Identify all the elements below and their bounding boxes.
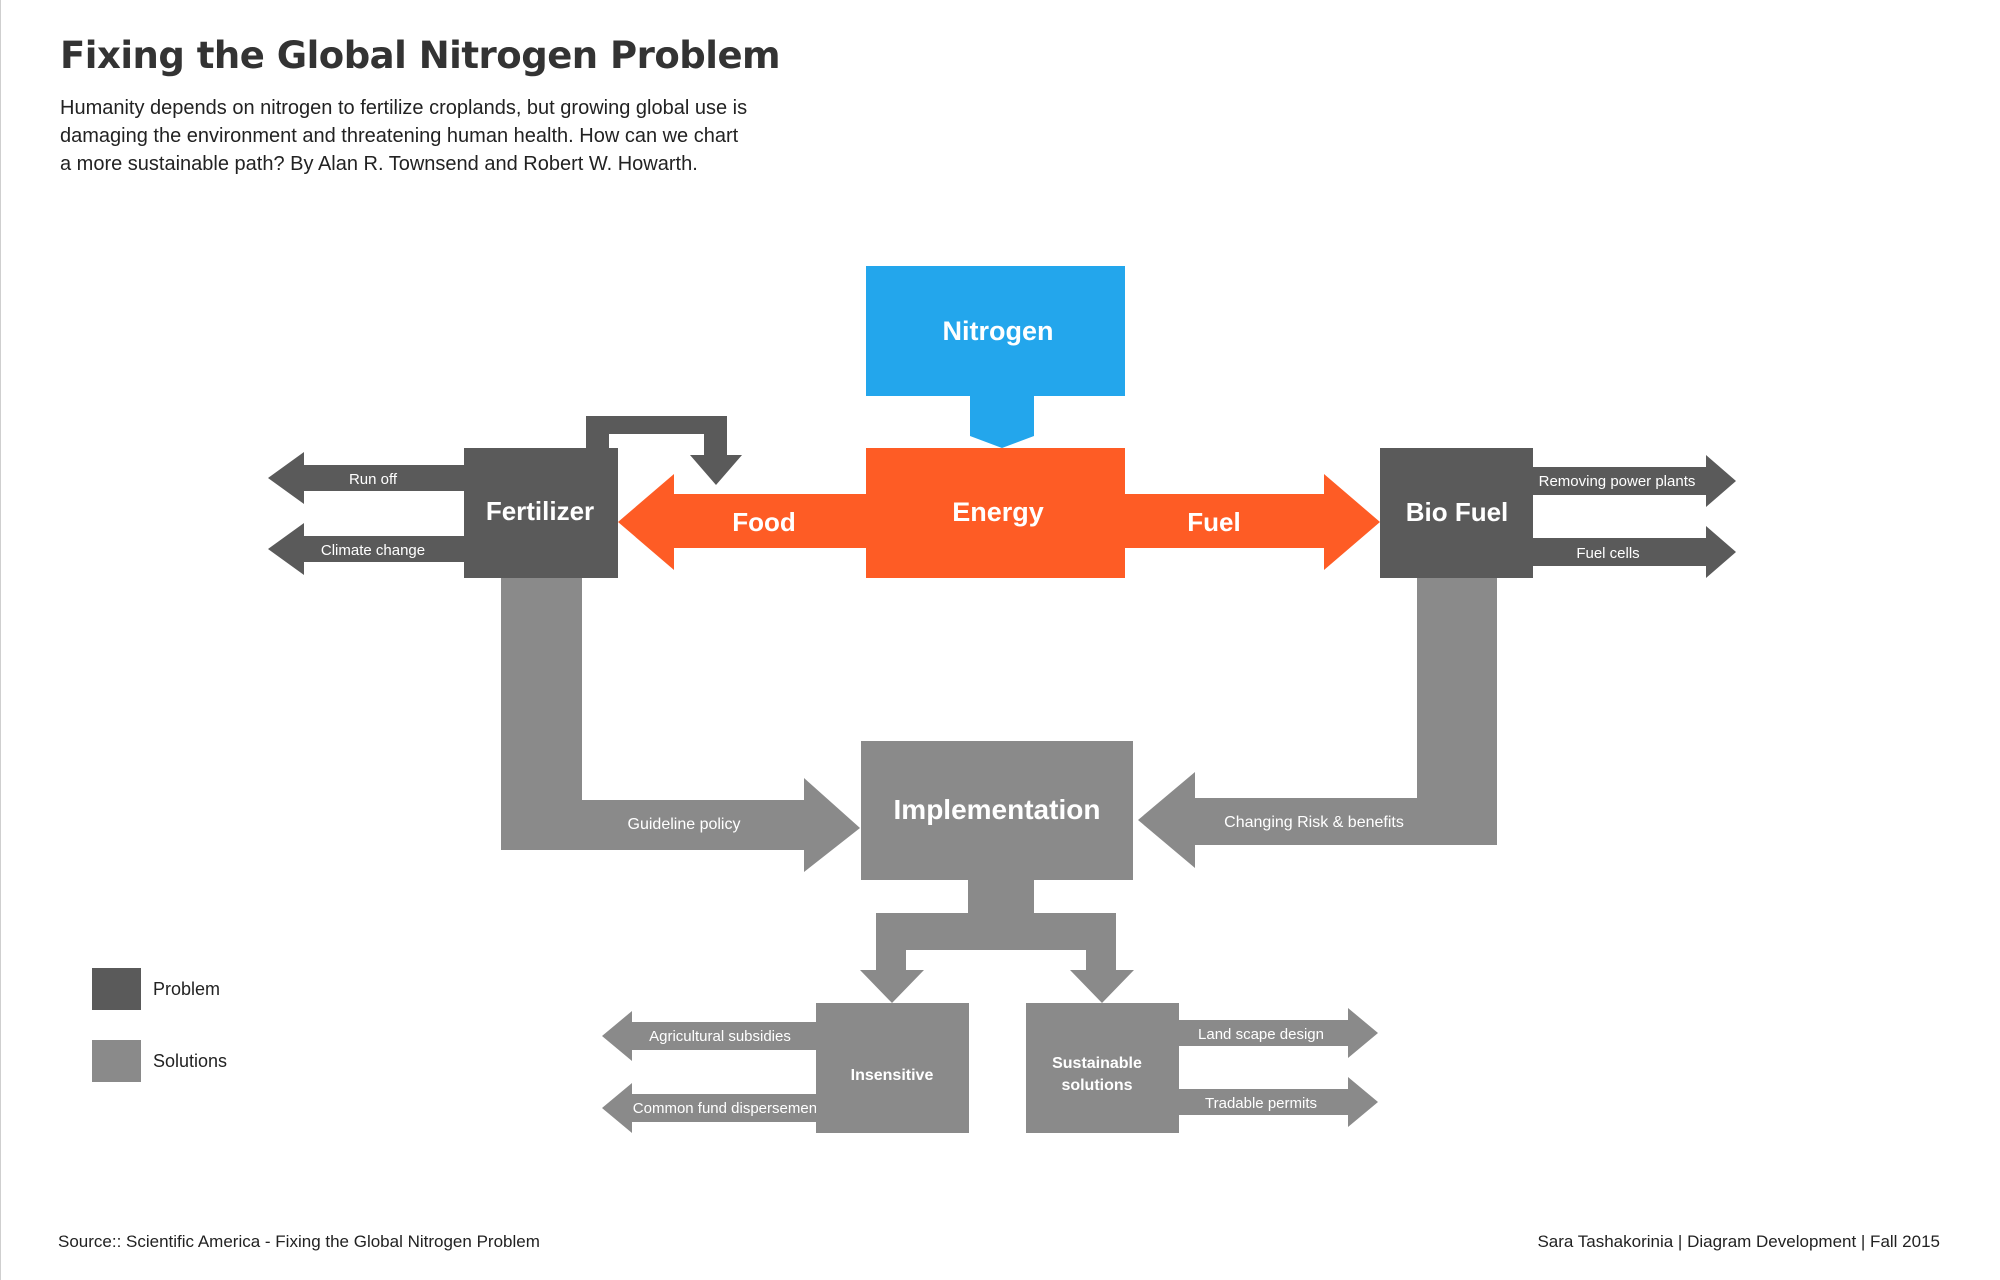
removing-power-plants-arrow: Removing power plants [1530,455,1736,507]
tradable-permits-arrow: Tradable permits [1176,1077,1378,1127]
split-connector [860,880,1134,1003]
changing-risk-arrow [1138,578,1497,868]
fertilizer-to-implementation-pipe [501,578,860,872]
increased-yield-label: Increased yield [606,396,707,413]
sustainable-solutions-node: Sustainable solutions [1026,1003,1179,1133]
climate-change-label: Climate change [321,542,425,559]
fertilizer-node: Fertilizer [464,448,618,578]
tradable-permits-label: Tradable permits [1205,1095,1317,1112]
nitrogen-node: Nitrogen [866,266,1125,448]
nitrogen-label: Nitrogen [943,316,1054,346]
fertilizer-label: Fertilizer [486,496,594,526]
guideline-policy-arrow [501,578,860,872]
guideline-policy-label: Guideline policy [628,816,741,833]
legend-problem-swatch [92,968,141,1010]
legend-solutions-label: Solutions [153,1051,228,1071]
legend-solutions-swatch [92,1040,141,1082]
common-fund-label: Common fund dispersement [633,1100,822,1117]
food-label: Food [732,507,796,537]
agricultural-subsidies-label: Agricultural subsidies [649,1028,791,1045]
page-title: Fixing the Global Nitrogen Problem [60,34,781,77]
insensitive-node: Insensitive [816,1003,969,1133]
changing-risk-label: Changing Risk & benefits [1224,814,1404,831]
page-border [0,0,1,1280]
food-arrow: Food [618,474,868,570]
bio-fuel-node: Bio Fuel [1380,448,1533,578]
fuel-cells-arrow: Fuel cells [1530,526,1736,578]
increased-yield-arrow: Increased yield [586,396,742,485]
energy-node: Energy [866,448,1125,578]
biofuel-to-implementation-pipe [1138,578,1497,868]
subtitle-line-3: a more sustainable path? By Alan R. Town… [60,153,698,175]
implementation-node: Implementation [861,741,1133,880]
fuel-arrow: Fuel [1124,474,1380,570]
legend-problem: Problem [92,968,342,1010]
run-off-label: Run off [349,471,398,488]
fuel-label: Fuel [1187,507,1240,537]
sustainable-label-line-2: solutions [1061,1077,1132,1094]
page-subtitle: Humanity depends on nitrogen to fertiliz… [60,94,820,178]
run-off-arrow: Run off [268,452,466,504]
agricultural-subsidies-arrow: Agricultural subsidies [602,1011,818,1061]
insensitive-label: Insensitive [851,1067,934,1084]
subtitle-line-1: Humanity depends on nitrogen to fertiliz… [60,97,748,119]
bio-fuel-label: Bio Fuel [1406,497,1509,527]
fuel-cells-label: Fuel cells [1576,545,1639,562]
energy-label: Energy [952,497,1044,527]
legend-solutions: Solutions [92,1040,342,1082]
landscape-design-label: Land scape design [1198,1026,1324,1043]
removing-power-plants-label: Removing power plants [1539,473,1696,490]
source-footer: Source:: Scientific America - Fixing the… [58,1232,540,1251]
climate-change-arrow: Climate change [268,523,466,575]
subtitle-line-2: damaging the environment and threatening… [60,125,739,147]
credit-footer: Sara Tashakorinia | Diagram Development … [1537,1232,1940,1251]
sustainable-label-line-1: Sustainable [1052,1055,1142,1072]
common-fund-arrow: Common fund dispersement [602,1083,822,1133]
legend-problem-label: Problem [153,979,221,999]
landscape-design-arrow: Land scape design [1176,1008,1378,1058]
implementation-label: Implementation [894,794,1101,825]
implementation-split-pipes [860,880,1134,1003]
